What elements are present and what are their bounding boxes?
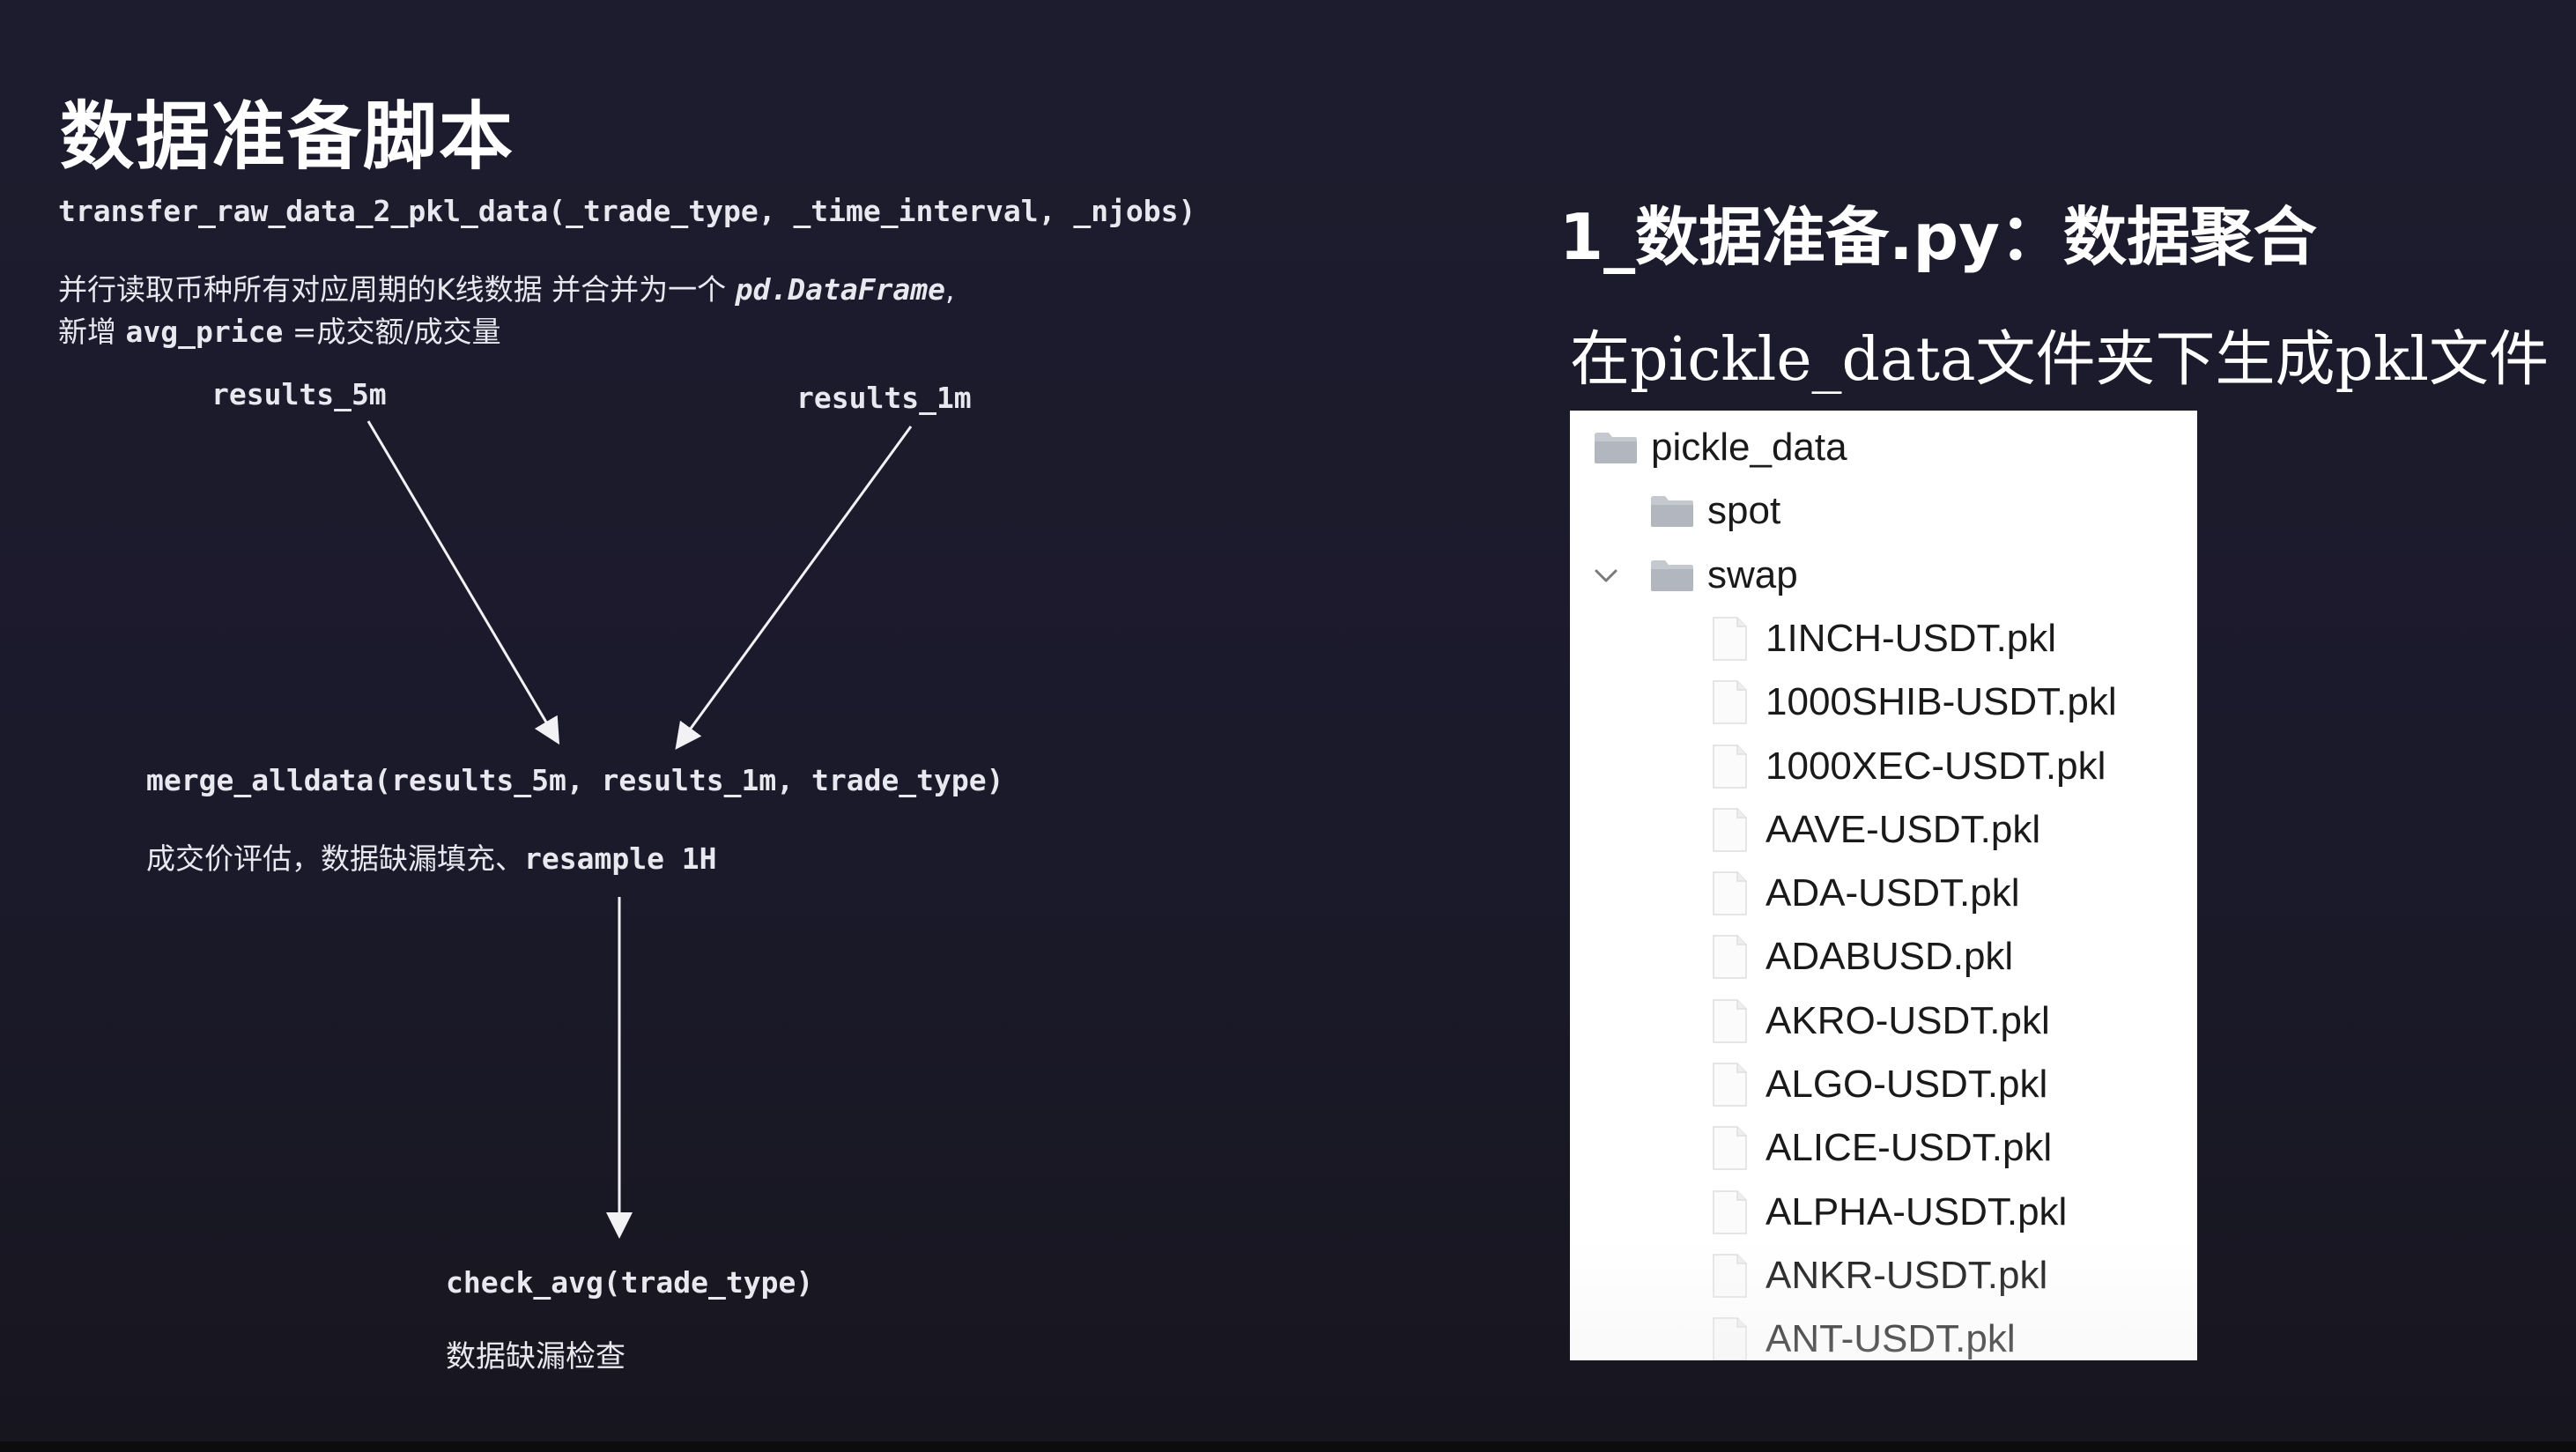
tree-row-file[interactable]: AAVE-USDT.pkl	[1570, 798, 2197, 862]
file-icon	[1713, 935, 1747, 980]
avg-price-code: avg_price	[125, 315, 284, 349]
bottom-strip	[0, 1441, 2576, 1452]
description-line-1-text: 并行读取币种所有对应周期的K线数据 并合并为一个	[58, 272, 736, 307]
tree-row-file[interactable]: ANKR-USDT.pkl	[1570, 1244, 2197, 1308]
tree-row-label: swap	[1707, 552, 1798, 596]
tree-row-label: ALICE-USDT.pkl	[1765, 1126, 2053, 1170]
description-line-1: 并行读取币种所有对应周期的K线数据 并合并为一个 pd.DataFrame,	[58, 266, 955, 308]
arrow-5m-to-merge	[366, 420, 560, 745]
file-icon	[1713, 680, 1747, 724]
tree-row-label: AKRO-USDT.pkl	[1765, 998, 2050, 1042]
tree-row-file[interactable]: ADABUSD.pkl	[1570, 925, 2197, 989]
tree-row-label: 1000SHIB-USDT.pkl	[1765, 680, 2117, 724]
description-line-2: 新增 avg_price =成交额/成交量	[58, 308, 501, 351]
tree-row-label: ANKR-USDT.pkl	[1765, 1253, 2048, 1297]
check-avg-call: check_avg(trade_type)	[446, 1265, 814, 1300]
file-icon	[1713, 617, 1747, 661]
tree-row-file[interactable]: ALICE-USDT.pkl	[1570, 1116, 2197, 1180]
tree-row-folder-swap[interactable]: swap	[1570, 544, 2197, 607]
tree-row-folder-spot[interactable]: spot	[1570, 479, 2197, 543]
tree-row-label: ADA-USDT.pkl	[1765, 871, 2020, 915]
tree-row-label: 1INCH-USDT.pkl	[1765, 616, 2057, 660]
merge-description-text: 成交价评估，数据缺漏填充、	[146, 841, 524, 876]
file-icon	[1713, 1126, 1747, 1171]
tree-row-label: AAVE-USDT.pkl	[1765, 807, 2041, 851]
results-5m-label: results_5m	[211, 377, 387, 411]
tree-row-file[interactable]: AKRO-USDT.pkl	[1570, 989, 2197, 1053]
tree-row-label: pickle_data	[1651, 426, 1847, 469]
tree-row-file[interactable]: ANT-USDT.pkl	[1570, 1308, 2197, 1360]
tree-row-label: ANT-USDT.pkl	[1765, 1317, 2016, 1360]
file-icon	[1713, 1254, 1747, 1298]
merge-alldata-call: merge_alldata(results_5m, results_1m, tr…	[146, 763, 1004, 797]
tree-row-file[interactable]: ADA-USDT.pkl	[1570, 862, 2197, 925]
resample-code: resample 1H	[524, 841, 717, 876]
tree-row-file[interactable]: ALGO-USDT.pkl	[1570, 1053, 2197, 1116]
file-icon	[1713, 871, 1747, 915]
arrow-1m-to-merge	[675, 426, 913, 750]
description-line-1-tail: ,	[945, 272, 955, 307]
dataframe-code: pd.DataFrame	[735, 272, 946, 307]
tree-row-file[interactable]: 1INCH-USDT.pkl	[1570, 607, 2197, 670]
file-icon	[1713, 1063, 1747, 1107]
folder-icon	[1651, 559, 1693, 591]
merge-description: 成交价评估，数据缺漏填充、resample 1H	[146, 835, 717, 878]
slide-title: 数据准备脚本	[60, 93, 515, 180]
file-icon	[1713, 808, 1747, 852]
folder-icon	[1595, 433, 1637, 463]
tree-row-label: 1000XEC-USDT.pkl	[1765, 744, 2106, 788]
tree-row-label: spot	[1707, 489, 1781, 533]
function-signature: transfer_raw_data_2_pkl_data(_trade_type…	[58, 194, 1196, 228]
tree-row-file[interactable]: 1000XEC-USDT.pkl	[1570, 735, 2197, 798]
tree-row-label: ALPHA-USDT.pkl	[1765, 1189, 2068, 1233]
file-icon	[1713, 998, 1747, 1043]
tree-row-file[interactable]: 1000SHIB-USDT.pkl	[1570, 670, 2197, 734]
tree-row-file[interactable]: ALPHA-USDT.pkl	[1570, 1181, 2197, 1244]
description-line-2-prefix: 新增	[58, 315, 126, 349]
tree-row-pickle-data[interactable]: pickle_data	[1570, 416, 2197, 479]
file-icon	[1713, 1189, 1747, 1234]
chevron-down-icon[interactable]	[1591, 560, 1621, 590]
folder-icon	[1651, 496, 1693, 528]
tree-row-label: ALGO-USDT.pkl	[1765, 1063, 2048, 1106]
check-description: 数据缺漏检查	[446, 1339, 625, 1374]
right-panel-title: 1_数据准备.py：数据聚合	[1559, 200, 2317, 274]
tree-row-label: ADABUSD.pkl	[1765, 935, 2014, 979]
right-panel-subtitle: 在pickle_data文件夹下生成pkl文件	[1570, 325, 2549, 395]
file-icon	[1713, 744, 1747, 789]
description-line-2-text: =成交额/成交量	[283, 315, 501, 349]
file-icon	[1713, 1317, 1747, 1360]
results-1m-label: results_1m	[796, 381, 972, 415]
